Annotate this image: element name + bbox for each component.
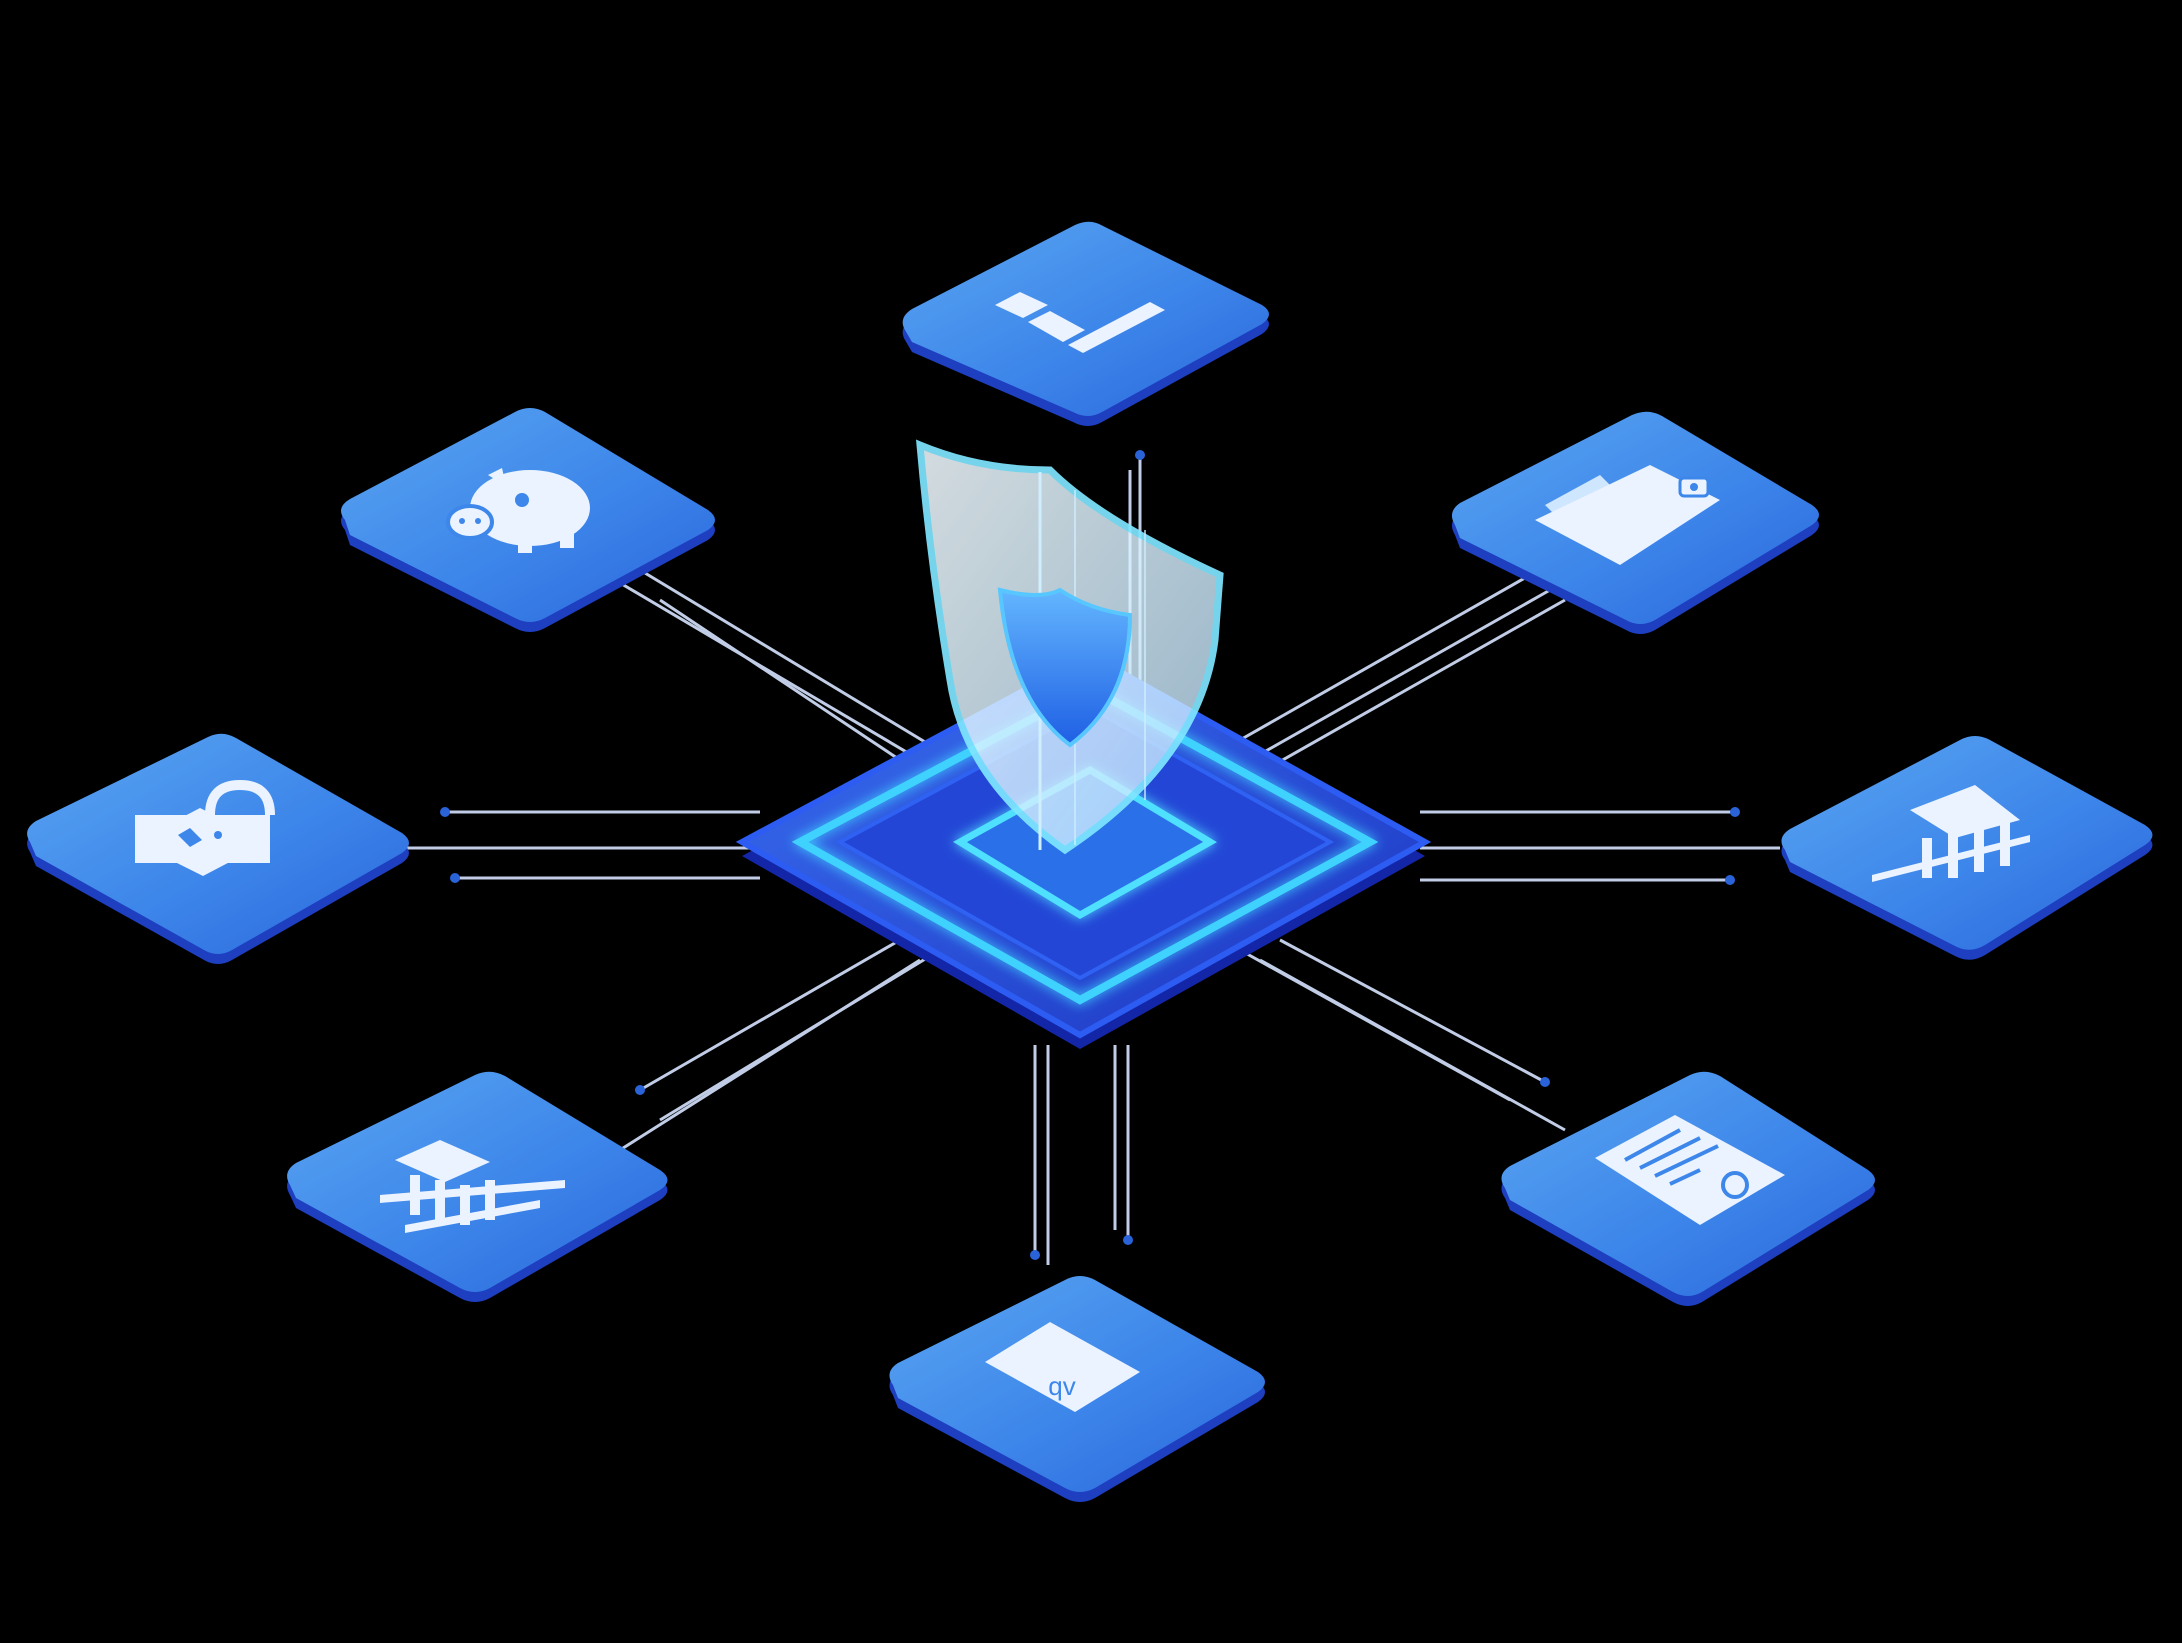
- node-lower-right: [1501, 1071, 1875, 1306]
- node-upper-right: [1451, 411, 1819, 634]
- connector-lines: [405, 450, 1780, 1265]
- node-bottom: qv: [889, 1276, 1265, 1502]
- node-top: [902, 221, 1269, 426]
- connector-right: [1420, 807, 1780, 885]
- check-card-icon: qv: [985, 1322, 1140, 1412]
- node-left: [27, 733, 409, 964]
- padlock-icon: [135, 779, 275, 876]
- connector-upper-right: [1239, 573, 1566, 772]
- bank-building-icon: [380, 1140, 565, 1233]
- wallet-icon: [1535, 465, 1720, 565]
- certificate-document-icon: [1595, 1115, 1785, 1225]
- bank-building-icon: [1872, 785, 2030, 882]
- bar-chart-icon: [995, 292, 1165, 353]
- connector-lower-right: [1239, 938, 1566, 1132]
- connector-bottom: [1030, 1045, 1133, 1265]
- node-lower-left: [287, 1071, 668, 1302]
- security-shield-icon: [916, 439, 1224, 855]
- node-upper-left: [341, 408, 715, 632]
- connector-upper-left: [614, 568, 931, 762]
- check-card-text: qv: [1048, 1371, 1075, 1401]
- piggy-bank-icon: [446, 468, 590, 553]
- connector-left: [405, 807, 760, 883]
- node-right: [1781, 736, 2153, 960]
- connector-lower-left: [619, 938, 941, 1152]
- central-hub-platform: [735, 651, 1432, 1049]
